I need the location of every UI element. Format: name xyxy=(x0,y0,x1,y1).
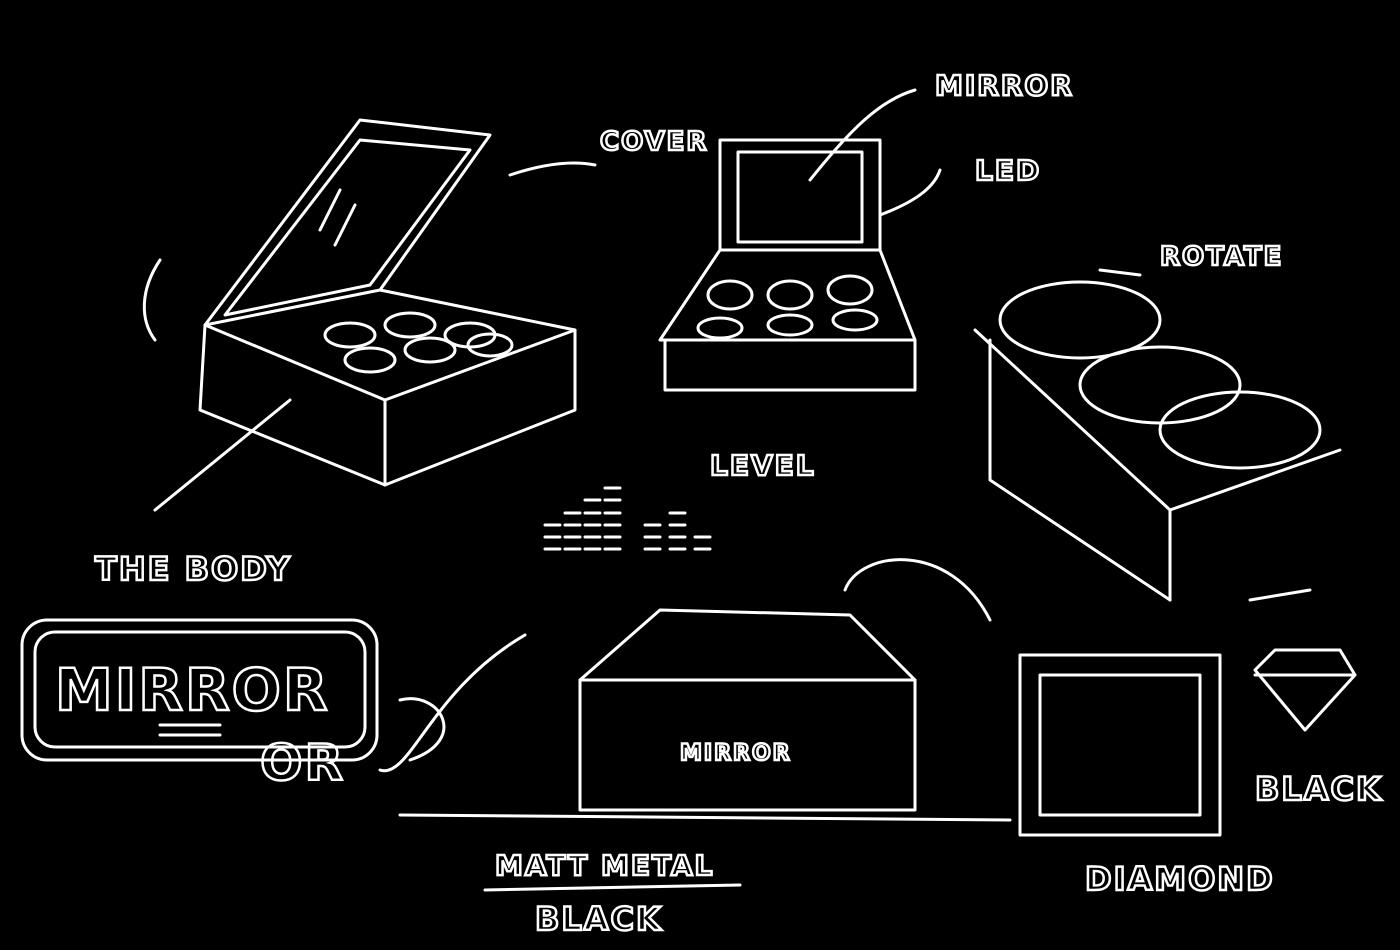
matt-metal-box-sketch xyxy=(398,558,1012,822)
label-the-body: THE BODY xyxy=(95,550,292,588)
rotating-watch-box-sketch xyxy=(973,268,1342,602)
label-level: LEVEL xyxy=(710,449,816,482)
label-diamond: DIAMOND xyxy=(1085,860,1275,898)
label-mirror-badge: MIRROR xyxy=(55,656,330,724)
level-bars-sketch xyxy=(543,486,712,551)
label-rotate: ROTATE xyxy=(1160,242,1283,272)
label-box-front: MIRROR xyxy=(680,741,792,766)
label-or: OR xyxy=(260,734,345,792)
label-black-left: BLACK xyxy=(535,900,663,938)
diamond-box-sketch xyxy=(1018,648,1357,837)
label-cover: COVER xyxy=(600,127,708,157)
mirror-badge-sketch xyxy=(20,618,527,773)
open-watch-box-sketch xyxy=(142,118,597,512)
label-led: LED xyxy=(975,154,1041,187)
label-matt-metal: MATT METAL xyxy=(495,849,714,882)
front-watch-box-sketch xyxy=(658,88,942,392)
label-mirror-top: MIRROR xyxy=(935,69,1074,102)
label-black-right: BLACK xyxy=(1255,770,1383,808)
